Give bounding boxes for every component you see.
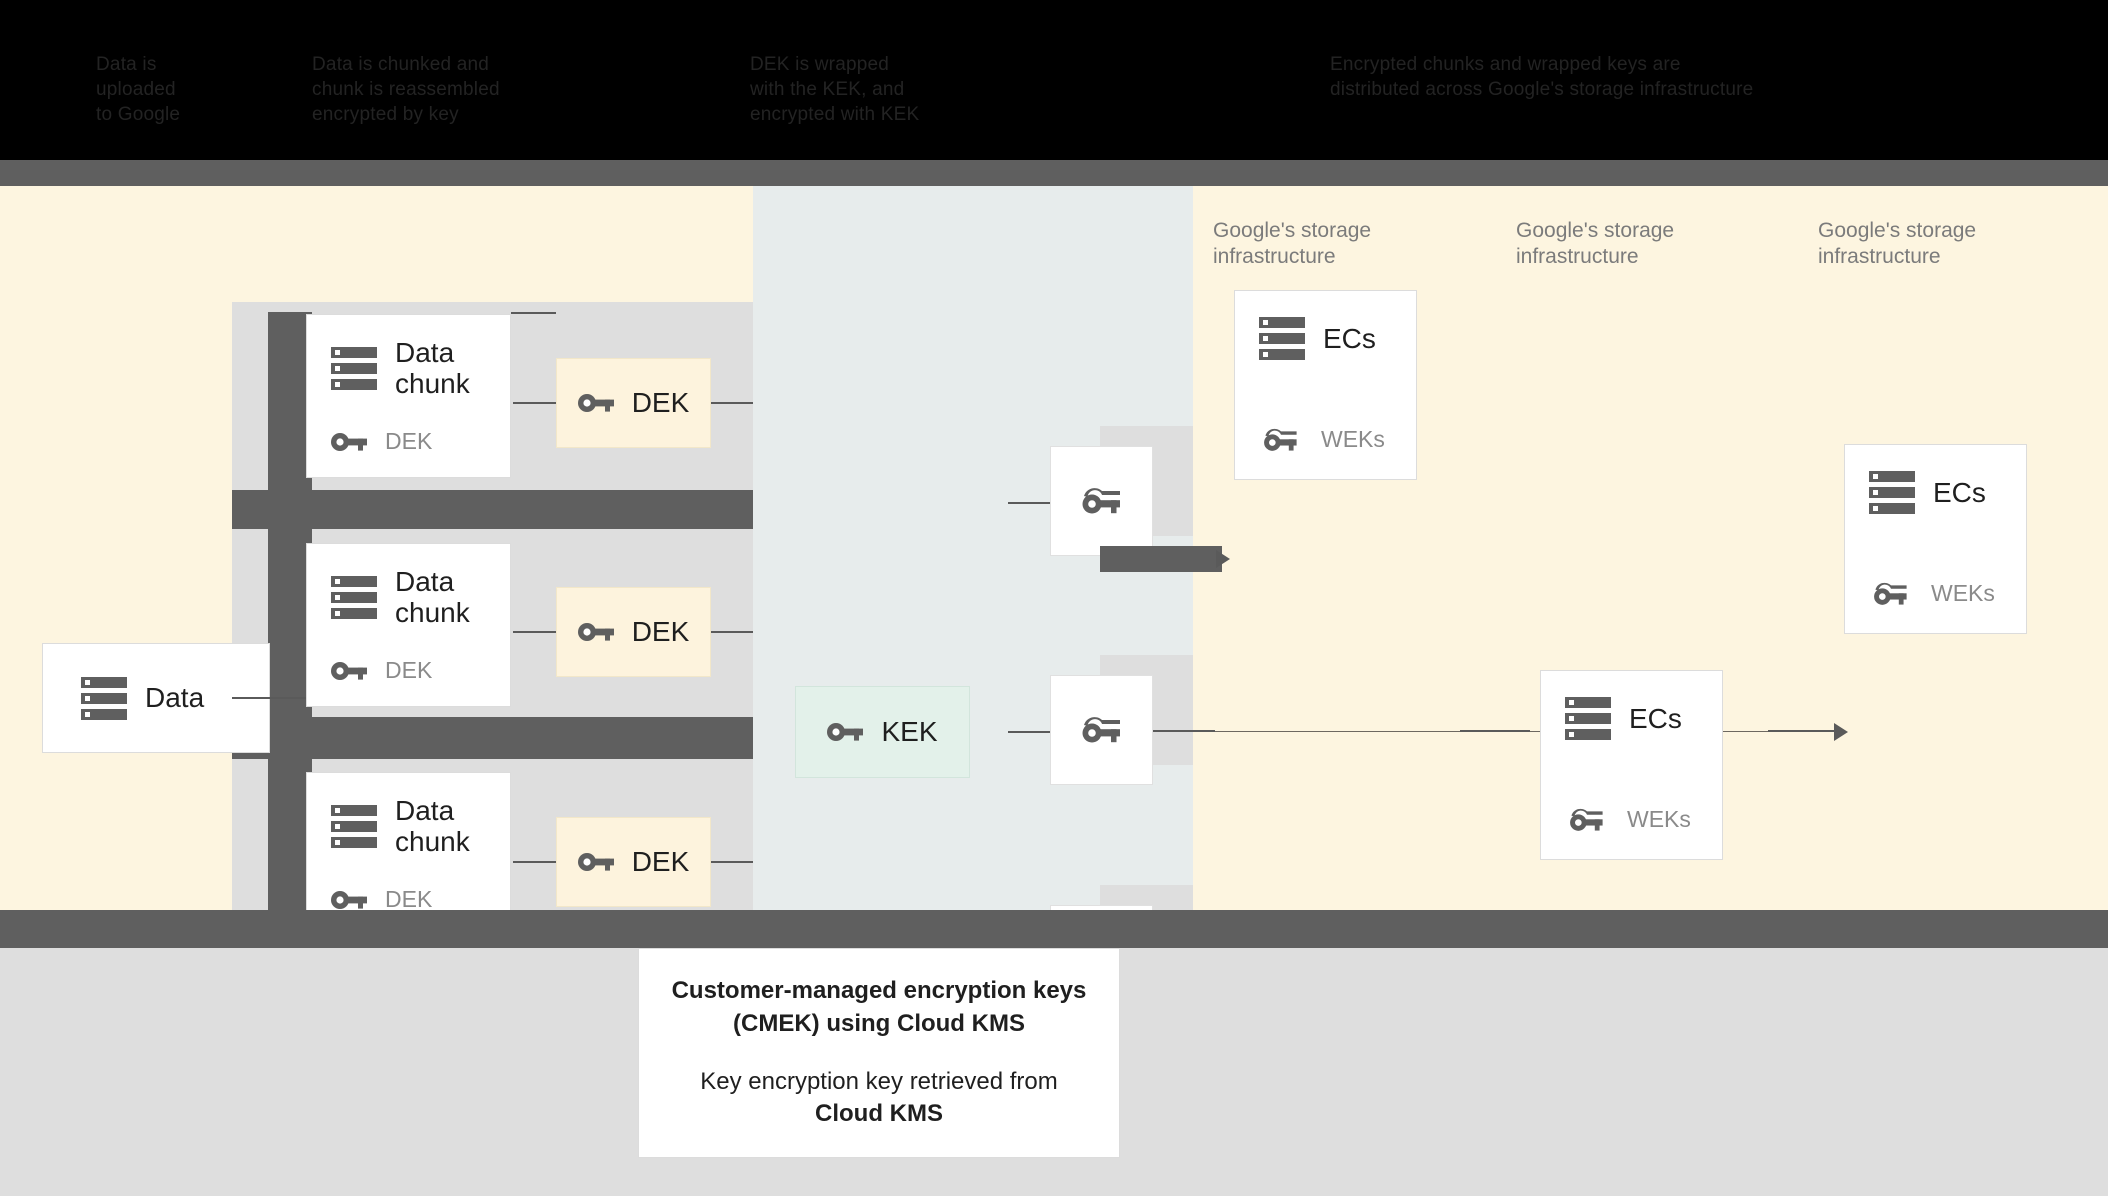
banner-text-2: Data is chunked and chunk is reassembled… <box>312 54 500 125</box>
flow-line-2-mid <box>1460 730 1530 732</box>
wrapped-key-box-1 <box>1050 446 1153 556</box>
row-separator-2 <box>232 717 753 759</box>
kek-label: KEK <box>881 716 938 747</box>
ecs-card-3: ECs WEKs <box>1540 670 1723 860</box>
storage-disk-icon <box>1565 697 1611 740</box>
infra-label-3: Google's storage infrastructure <box>1818 219 1977 268</box>
diagram-stage: Data Data chunk DEK Data c <box>0 186 2108 1015</box>
dek-box-1: DEK <box>556 358 711 448</box>
chunk-label: Data chunk <box>395 337 470 400</box>
caption-line-b: Cloud KMS <box>815 1100 943 1128</box>
fanout-trunk <box>268 312 312 960</box>
dek-label: DEK <box>631 387 690 418</box>
chunk-key-label: DEK <box>385 657 433 683</box>
wrapped-key-icon <box>1082 717 1120 743</box>
connector-chunk1-dek1b <box>513 402 556 404</box>
chunk-key-label: DEK <box>385 428 433 454</box>
wrapped-key-icon <box>1570 808 1603 831</box>
key-icon <box>331 890 367 909</box>
flow-bar-1 <box>1100 546 1222 572</box>
flow-line-2-stub <box>1153 730 1215 732</box>
wrapped-key-icon <box>1082 488 1120 514</box>
key-icon <box>577 853 614 871</box>
kek-box: KEK <box>795 686 970 778</box>
key-icon <box>577 623 614 641</box>
caption-heading: Customer-managed encryption keys (CMEK) … <box>671 977 1087 1037</box>
chunk-key-label: DEK <box>385 886 433 912</box>
chunk-label: Data chunk <box>395 795 470 858</box>
connector-source-trunk <box>232 697 312 699</box>
dek-box-2: DEK <box>556 587 711 677</box>
banner-text-4: Encrypted chunks and wrapped keys are di… <box>1330 54 1754 100</box>
row-separator-1 <box>232 490 753 529</box>
dek-label: DEK <box>631 616 690 647</box>
banner-divider <box>0 160 2108 186</box>
banner-text-3: DEK is wrapped with the KEK, and encrypt… <box>750 54 920 125</box>
flow-arrow-1 <box>1216 550 1230 568</box>
caption-box: Customer-managed encryption keys (CMEK) … <box>638 948 1120 1158</box>
connector-dek2-out <box>711 631 753 633</box>
key-icon <box>577 394 614 412</box>
caption-line-a: Key encryption key retrieved from <box>700 1068 1058 1095</box>
connector-chunk1-dek1 <box>513 312 556 314</box>
infra-label-2: Google's storage infrastructure <box>1516 219 1675 268</box>
wrapped-key-icon <box>1264 428 1297 451</box>
data-chunk-card-3: Data chunk DEK <box>306 772 511 936</box>
chunk-label: Data chunk <box>395 566 470 629</box>
dek-label: DEK <box>631 846 690 877</box>
infra-label-1: Google's storage infrastructure <box>1213 219 1372 268</box>
ecs-card-2: ECs WEKs <box>1844 444 2027 634</box>
flow-arrow-2 <box>1834 723 1848 741</box>
wrapped-key-icon <box>1874 582 1907 605</box>
ecs-label: ECs <box>1323 322 1376 354</box>
weks-label: WEKs <box>1627 806 1691 832</box>
caption-subtext: Key encryption key retrieved from Cloud … <box>700 1066 1057 1131</box>
data-source-label: Data <box>145 682 205 714</box>
weks-label: WEKs <box>1321 426 1385 452</box>
storage-disk-icon <box>331 804 377 848</box>
storage-disk-icon <box>331 346 377 390</box>
banner-text-1: Data is uploaded to Google <box>96 54 181 125</box>
key-icon <box>331 661 367 680</box>
dek-box-3: DEK <box>556 817 711 907</box>
top-banner: Data is uploaded to Google Data is chunk… <box>0 0 2108 160</box>
ecs-label: ECs <box>1629 702 1682 734</box>
weks-label: WEKs <box>1931 580 1995 606</box>
flow-line-2-end <box>1768 730 1838 732</box>
storage-disk-icon <box>331 575 377 619</box>
connector-chunk2-dek2 <box>513 631 556 633</box>
storage-disk-icon <box>1259 317 1305 360</box>
ecs-label: ECs <box>1933 476 1986 508</box>
ecs-card-1: ECs WEKs <box>1234 290 1417 480</box>
data-chunk-card-2: Data chunk DEK <box>306 543 511 707</box>
bottom-divider <box>0 910 2108 948</box>
data-chunk-card-1: Data chunk DEK <box>306 314 511 478</box>
storage-disk-icon <box>1869 471 1915 514</box>
wrapped-key-box-2 <box>1050 675 1153 785</box>
key-icon <box>331 432 367 451</box>
key-icon <box>827 723 864 741</box>
connector-dek1-out <box>711 402 753 404</box>
connector-dek3-out <box>711 861 753 863</box>
storage-disk-icon <box>81 676 127 720</box>
connector-chunk3-dek3 <box>513 861 556 863</box>
